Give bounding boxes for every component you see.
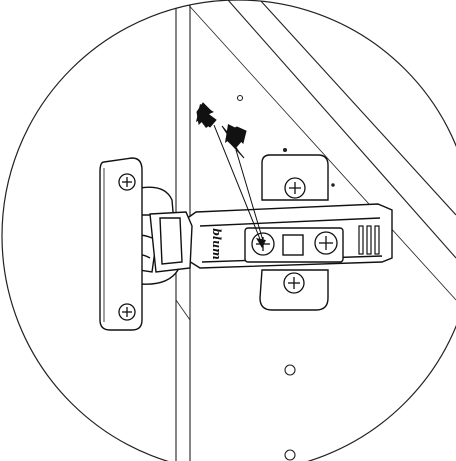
phillips-screw-icon [314, 231, 338, 255]
drill-hole [282, 147, 288, 153]
drill-hole [284, 449, 296, 461]
brand-mark: blum [210, 228, 223, 260]
drill-hole [236, 94, 244, 102]
leader-line [213, 124, 265, 245]
panel-diagonal-1 [227, 0, 456, 259]
drill-hole [331, 183, 335, 187]
arm-adjust-window [282, 234, 304, 256]
phillips-screw-icon [118, 303, 136, 321]
phillips-screw-icon [284, 177, 306, 199]
adjustment-arrow-icon [196, 104, 243, 148]
phillips-screw-icon [283, 272, 305, 294]
panel-diagonal-2 [259, 0, 456, 216]
phillips-screw-icon [118, 173, 136, 191]
arm-slots [358, 225, 380, 255]
leader-arrowhead [256, 238, 266, 248]
panel-diagonal-3 [183, 0, 456, 301]
door-plate [99, 157, 143, 331]
door-edge [175, 299, 191, 321]
drill-hole [284, 364, 296, 376]
